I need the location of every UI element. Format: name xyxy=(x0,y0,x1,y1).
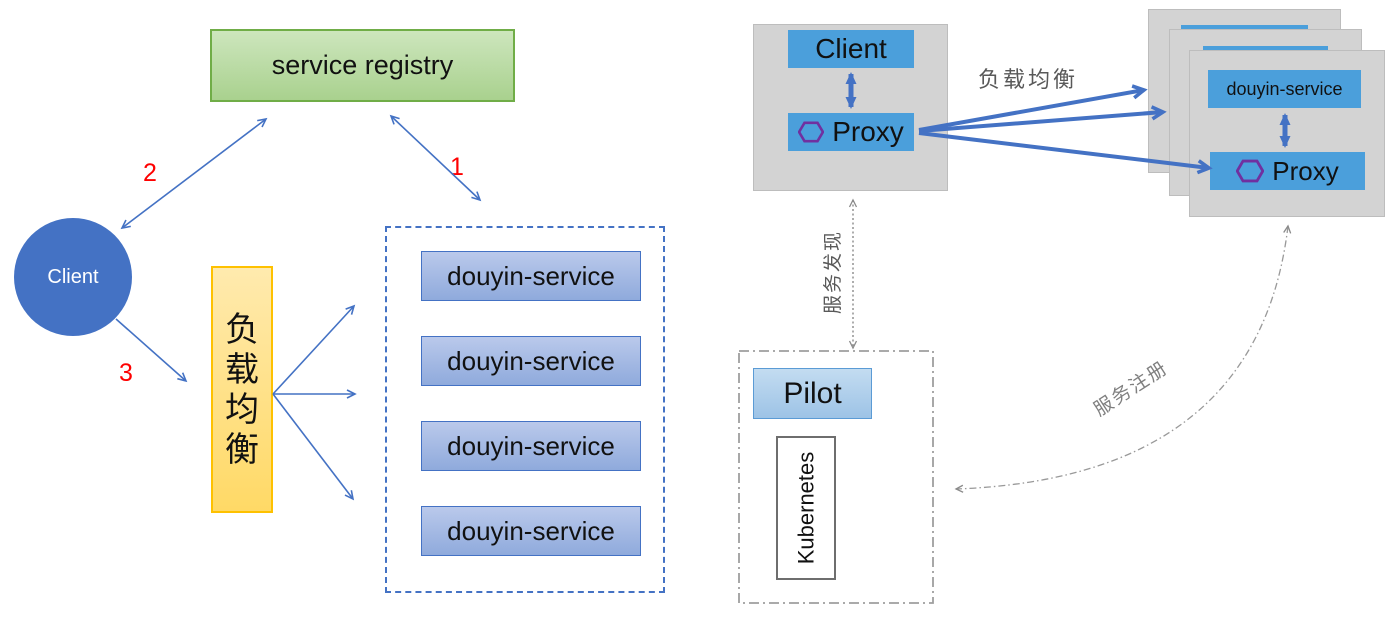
right-douyin-service-box: douyin-service xyxy=(1208,70,1361,108)
right-proxy-label: Proxy xyxy=(832,116,904,147)
douyin-service-box-4: douyin-service xyxy=(421,506,641,556)
step-label-3: 3 xyxy=(119,359,133,387)
pilot-box: Pilot xyxy=(753,368,872,419)
arrow-proxy-card-middle xyxy=(918,105,1167,133)
service-registration-label: 服务注册 xyxy=(1090,356,1173,421)
service-discovery-label: 服务发现 xyxy=(822,230,844,315)
kubernetes-label: Kubernetes xyxy=(793,451,818,565)
right-service-proxy-box: Proxy xyxy=(1210,152,1365,190)
right-service-proxy-label: Proxy xyxy=(1272,155,1339,186)
douyin-service-label: douyin-service xyxy=(447,515,615,546)
douyin-service-box-1: douyin-service xyxy=(421,251,641,301)
service-registry-box: service registry xyxy=(210,29,515,102)
douyin-service-box-3: douyin-service xyxy=(421,421,641,471)
arrow-registry-services xyxy=(389,114,482,202)
client-circle: Client xyxy=(14,218,132,336)
right-client-box: Client xyxy=(788,30,914,68)
douyin-service-label: douyin-service xyxy=(447,260,615,291)
step-label-1: 1 xyxy=(450,153,464,181)
load-balancer-box: 负载均衡 xyxy=(211,266,273,513)
douyin-service-box-2: douyin-service xyxy=(421,336,641,386)
arrow-loadbalancer-fan-bottom xyxy=(272,393,355,501)
hexagon-icon xyxy=(798,121,825,143)
step-label-2: 2 xyxy=(143,159,157,187)
arrow-service-registration xyxy=(954,224,1292,493)
pilot-label: Pilot xyxy=(783,376,842,410)
right-douyin-service-label: douyin-service xyxy=(1226,78,1343,99)
kubernetes-box: Kubernetes xyxy=(776,436,836,580)
load-balance-arrow-label: 负载均衡 xyxy=(978,67,1079,92)
arrow-proxy-card-top xyxy=(918,84,1148,132)
service-registry-label: service registry xyxy=(271,50,454,80)
arrow-loadbalancer-fan-top xyxy=(272,304,356,395)
right-client-label: Client xyxy=(815,33,887,64)
douyin-service-label: douyin-service xyxy=(447,345,615,376)
client-circle-label: Client xyxy=(47,265,99,288)
douyin-service-label: douyin-service xyxy=(447,430,615,461)
load-balancer-label: 负载均衡 xyxy=(225,310,259,469)
hexagon-icon xyxy=(1236,159,1265,183)
right-proxy-box: Proxy xyxy=(788,113,914,151)
